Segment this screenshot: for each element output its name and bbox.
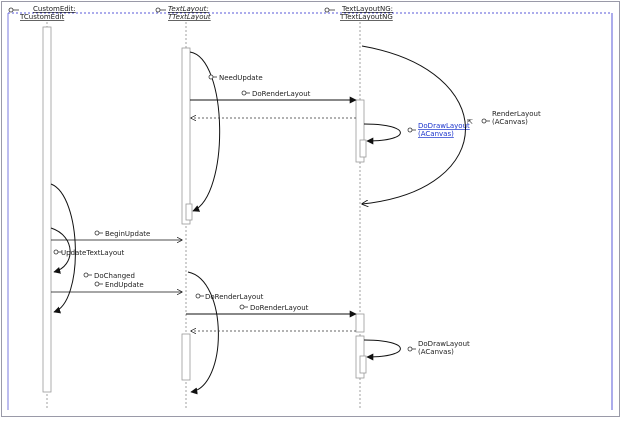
lifeline-customedit-name: CustomEdit:: [33, 5, 76, 13]
message-render-layout-label: RenderLayout: [492, 110, 541, 118]
message-need-update-label: NeedUpdate: [219, 74, 263, 82]
message-do-render-layout-3[interactable]: DoRenderLayout: [186, 304, 357, 318]
object-handle-icon: [155, 7, 161, 13]
textlayoutng-activation-1-nested[interactable]: [359, 139, 367, 158]
textlayout-activation-2[interactable]: [181, 333, 191, 381]
message-handle-icon: [407, 346, 413, 352]
message-update-text-layout[interactable]: UpdateTextLayout: [50, 183, 125, 314]
object-handle-icon: [8, 7, 14, 13]
message-handle-icon: [195, 293, 201, 299]
message-handle-icon: [481, 118, 487, 124]
textlayoutng-activation-2[interactable]: [355, 313, 365, 333]
message-do-draw-layout-1[interactable]: DoDrawLayout (ACanvas): [363, 122, 470, 145]
lifeline-customedit: CustomEdit: TCustomEdit: [8, 5, 76, 408]
lifeline-textlayoutng-class: TTextLayoutNG: [339, 13, 393, 21]
lifeline-textlayout-class: TTextLayout: [168, 13, 211, 21]
message-do-render-layout-3-label: DoRenderLayout: [250, 304, 309, 312]
lifeline-textlayoutng-header[interactable]: TextLayoutNG: TTextLayoutNG: [324, 5, 393, 21]
message-handle-icon: [407, 127, 413, 133]
lifeline-textlayout-name: TextLayout:: [168, 5, 209, 13]
message-do-render-layout-2[interactable]: DoRenderLayout: [187, 271, 264, 395]
message-handle-icon: [94, 230, 100, 236]
message-handle-icon: [94, 281, 100, 287]
lifeline-customedit-class: TCustomEdit: [19, 13, 64, 21]
message-begin-update[interactable]: BeginUpdate: [51, 230, 182, 240]
message-render-layout-args: (ACanvas): [492, 118, 528, 126]
message-handle-icon: [241, 90, 247, 96]
message-end-update-label: EndUpdate: [105, 281, 144, 289]
lifeline-textlayout-header[interactable]: TextLayout: TTextLayout: [155, 5, 211, 21]
message-need-update[interactable]: NeedUpdate: [189, 51, 263, 212]
message-do-changed[interactable]: DoChanged: [83, 272, 135, 280]
textlayout-activation-1-nested[interactable]: [185, 203, 193, 221]
lifeline-customedit-header[interactable]: CustomEdit: TCustomEdit: [8, 5, 76, 21]
textlayoutng-activation-3-nested[interactable]: [359, 355, 367, 374]
message-begin-update-label: BeginUpdate: [105, 230, 150, 238]
cursor-icon: ⇱: [467, 118, 473, 126]
message-render-layout[interactable]: ⇱ RenderLayout (ACanvas): [362, 45, 541, 204]
customedit-activation[interactable]: [42, 26, 52, 393]
textlayoutng-activation-1[interactable]: [355, 99, 365, 163]
message-do-draw-layout-1-label[interactable]: DoDrawLayout: [418, 122, 470, 130]
message-do-render-layout-1[interactable]: DoRenderLayout: [190, 90, 357, 104]
message-end-update[interactable]: EndUpdate: [51, 281, 182, 292]
lifeline-textlayout: TextLayout: TTextLayout: [155, 5, 211, 408]
message-handle-icon: [239, 304, 245, 310]
message-do-render-layout-2-label: DoRenderLayout: [205, 293, 264, 301]
message-update-text-layout-label: UpdateTextLayout: [61, 249, 125, 257]
message-do-changed-label: DoChanged: [94, 272, 135, 280]
message-do-draw-layout-2-args: (ACanvas): [418, 348, 454, 356]
message-handle-icon: [208, 74, 214, 80]
lifeline-textlayoutng-name: TextLayoutNG:: [341, 5, 393, 13]
message-do-draw-layout-2-label: DoDrawLayout: [418, 340, 470, 348]
message-do-draw-layout-1-args[interactable]: (ACanvas): [418, 130, 454, 138]
message-handle-icon: [53, 249, 59, 255]
message-do-render-layout-1-label: DoRenderLayout: [252, 90, 311, 98]
object-handle-icon: [324, 7, 330, 13]
message-do-draw-layout-2[interactable]: DoDrawLayout (ACanvas): [363, 339, 470, 361]
textlayout-activation-1[interactable]: [181, 47, 191, 225]
lifeline-textlayoutng: TextLayoutNG: TTextLayoutNG: [324, 5, 393, 408]
message-handle-icon: [83, 272, 89, 278]
